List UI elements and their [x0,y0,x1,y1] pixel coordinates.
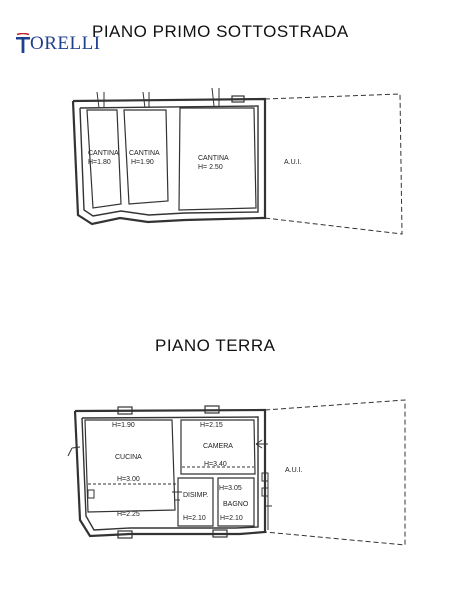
room-outline-cantina-1 [86,109,122,209]
door-mark-terra-left [67,446,81,457]
room-height-cantina-1: H=1.80 [88,159,111,166]
window-mark-terra-4 [212,529,228,538]
outer-wall-sottostrada [71,97,267,226]
room-height-disimpegno: H=2.10 [183,515,206,522]
room-label-cantina-2: CANTINA [129,150,160,157]
room-label-aui-sottostrada: A.U.I. [284,159,302,166]
room-height-cantina-3: H= 2.50 [198,164,223,171]
outer-wall-terra [73,408,267,538]
window-mark-sottostrada [231,95,245,103]
pillar-mark-right [261,472,269,482]
floor-title-sottostrada: PIANO PRIMO SOTTOSTRADA [92,22,349,41]
room-outline-cucina [84,419,176,513]
room-height-cantina-2: H=1.90 [131,159,154,166]
room-height-bagno-bottom: H=2.10 [220,515,243,522]
room-label-cucina: CUCINA [115,454,142,461]
logo-mark-icon [16,33,30,53]
plan-terra [67,399,406,546]
aui-area-terra [264,399,406,546]
window-mark-terra-2 [204,405,220,414]
inner-wall-sottostrada [79,105,259,217]
window-mark-terra-1 [117,406,133,415]
plan-sottostrada [71,87,403,235]
room-label-camera: CAMERA [203,443,233,450]
aui-area-sottostrada [264,93,403,235]
room-label-cantina-3: CANTINA [198,155,229,162]
room-label-disimpegno: DISIMP. [183,492,208,499]
room-label-aui-terra: A.U.I. [285,467,303,474]
labels-terra: H=1.90 CUCINA H=3.00 H=2.25 H=2.15 CAMER… [112,422,303,522]
pillar-mark-left [87,489,95,499]
brand-logo: ORELLI [14,32,101,56]
room-height-cucina-middle: H=3.00 [117,476,140,483]
room-outline-bagno [217,477,255,527]
window-mark-terra-3 [117,530,133,539]
room-outline-camera [180,419,256,475]
inner-wall-terra [81,416,259,531]
floor-title-terra: PIANO TERRA [155,336,276,355]
labels-sottostrada: CANTINA H=1.80 CANTINA H=1.90 CANTINA H=… [88,150,302,171]
room-height-cucina-top: H=1.90 [112,422,135,429]
room-height-camera-top: H=2.15 [200,422,223,429]
logo-text: ORELLI [30,33,101,54]
door-mark-2 [142,91,150,109]
room-height-bagno-top: H=3.05 [219,485,242,492]
room-height-cucina-bottom: H=2.25 [117,511,140,518]
room-outline-cantina-3 [178,107,257,211]
door-mark-1 [96,91,105,109]
room-height-camera-bottom: H=3.40 [204,461,227,468]
door-mark-terra-right [255,439,268,449]
room-label-cantina-1: CANTINA [88,150,119,157]
door-mark-disimp [172,491,182,501]
room-outline-cantina-2 [123,109,169,205]
door-mark-3 [211,87,220,107]
stair-mark [264,480,272,530]
room-outline-disimpegno [177,477,214,527]
room-label-bagno: BAGNO [223,501,249,508]
